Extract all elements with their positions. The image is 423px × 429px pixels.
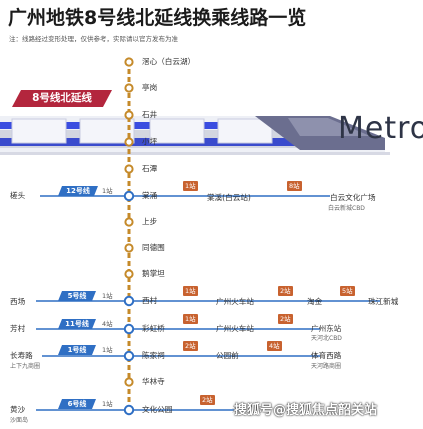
stop-count: 1站	[102, 187, 113, 195]
district-label: 白云新城CBD	[328, 205, 365, 212]
station-zhujiang-new-town: 珠江新城	[368, 297, 399, 306]
station-dot	[124, 110, 134, 120]
station-taojin: 淘金	[307, 297, 323, 306]
station-tiyu-xilu: 体育西路	[311, 351, 342, 360]
stop-count: 1站	[102, 400, 113, 408]
stop-count: 1站	[102, 346, 113, 354]
station-label: 小坪	[142, 137, 158, 146]
station-chatou: 槎头	[10, 191, 26, 200]
station-dot	[123, 190, 135, 202]
stop-count-badge: 2站	[200, 395, 215, 405]
station-label: 华林寺	[142, 377, 165, 386]
line-11-label: 11号线	[58, 319, 96, 329]
watermark: 搜狐号@搜狐焦点韶关站	[234, 403, 378, 418]
line-5-label: 5号线	[58, 291, 96, 301]
station-label: 亭岗	[142, 83, 158, 92]
station-dot	[124, 269, 134, 279]
station-tangxi: 棠溪(白云站)	[207, 193, 251, 202]
station-guangzhou-railway: 广州火车站	[216, 297, 254, 306]
stop-count-badge: 1站	[183, 181, 198, 191]
station-changshou-road: 长寿路	[10, 351, 33, 360]
stop-count-badge: 2站	[278, 286, 293, 296]
station-label: 文化公园	[142, 405, 173, 414]
stop-count-badge: 8站	[287, 181, 302, 191]
station-baiyun-culture-square: 白云文化广场	[330, 193, 376, 202]
stop-count-badge: 4站	[267, 341, 282, 351]
line-8-north-extension-banner: 8号线北延线	[12, 90, 112, 107]
station-dot	[124, 137, 134, 147]
station-label: 石井	[142, 110, 158, 119]
district-label: 上下九商圈	[10, 363, 41, 370]
stop-count-badge: 2站	[278, 314, 293, 324]
station-label: 同德围	[142, 243, 165, 252]
station-label: 石潭	[142, 164, 158, 173]
stop-count: 4站	[102, 320, 113, 328]
station-label: 鹅掌坦	[142, 269, 165, 278]
stop-count-badge: 5站	[340, 286, 355, 296]
station-dot	[123, 350, 135, 362]
station-label: 棠涌	[142, 191, 158, 200]
train-illustration	[0, 116, 390, 155]
station-haizhu-square: 海珠广场	[232, 405, 263, 414]
station-dot	[124, 57, 134, 67]
station-dot	[124, 377, 134, 387]
stop-count-badge: 2站	[183, 341, 198, 351]
line-6-label: 6号线	[58, 399, 96, 409]
station-label: 上步	[142, 217, 158, 226]
station-dot	[124, 243, 134, 253]
district-label: 天河路商圈	[311, 363, 342, 370]
line-12-label: 12号线	[58, 186, 98, 196]
station-guangzhou-east: 广州东站	[311, 324, 342, 333]
station-dot	[123, 323, 135, 335]
district-label: 天河北CBD	[311, 335, 342, 342]
station-huangsha: 黄沙	[10, 405, 26, 414]
station-gongyuanqian: 公园前	[216, 351, 239, 360]
station-dot	[123, 404, 135, 416]
station-label: 陈家祠	[142, 351, 165, 360]
disclaimer-note: 注：线路经过变形处理，仅供参考，实际请以官方发布为准	[9, 35, 178, 43]
page-title: 广州地铁8号线北延线换乘线路一览	[8, 7, 307, 29]
station-dot	[124, 83, 134, 93]
station-dot	[123, 295, 135, 307]
station-fangcun: 芳村	[10, 324, 26, 333]
station-label: 滘心（白云湖）	[142, 57, 196, 66]
stop-count-badge: 1站	[183, 314, 198, 324]
line-1-label: 1号线	[58, 345, 96, 355]
station-label: 西村	[142, 296, 158, 305]
stop-count: 1站	[102, 292, 113, 300]
station-dot	[124, 217, 134, 227]
district-label: 沙面岛	[10, 417, 29, 424]
station-guangzhou-railway: 广州火车站	[216, 324, 254, 333]
station-label: 彩虹桥	[142, 324, 165, 333]
station-dot	[124, 164, 134, 174]
stop-count-badge: 1站	[183, 286, 198, 296]
station-xichang: 西场	[10, 297, 26, 306]
metro-logo-text: Metro	[338, 111, 423, 146]
